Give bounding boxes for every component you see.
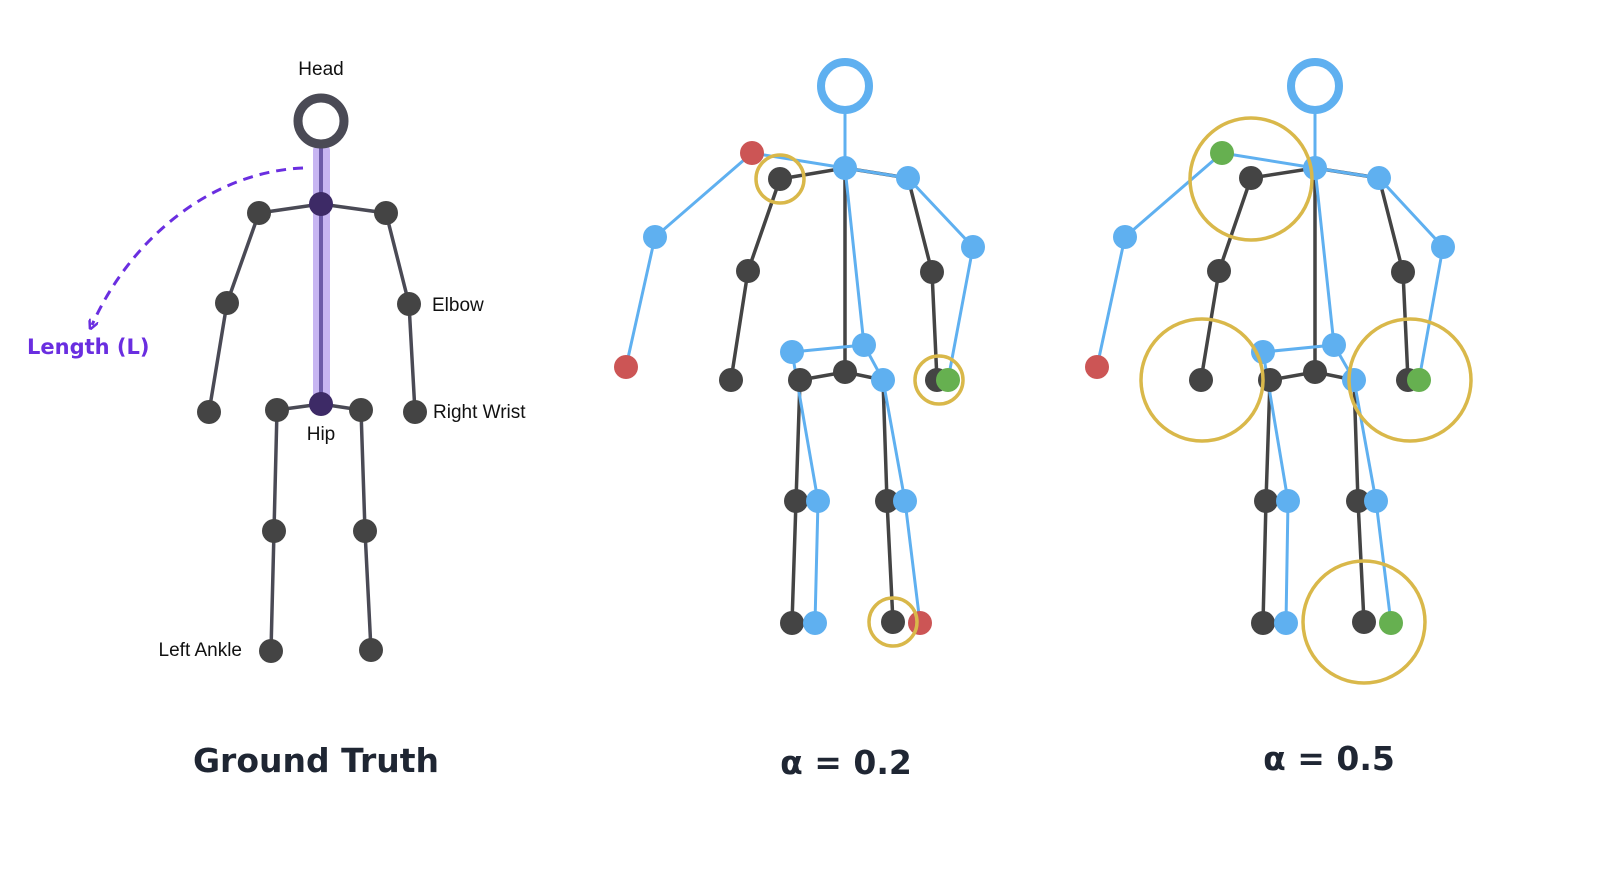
right-wrist-label: Right Wrist bbox=[433, 402, 526, 423]
correct-right-ankle bbox=[1379, 611, 1403, 635]
gt-joints-alpha-02 bbox=[719, 167, 949, 635]
ground-truth-caption: Ground Truth bbox=[193, 741, 439, 780]
threshold-circles-alpha-05 bbox=[1139, 116, 1473, 685]
ground-truth-panel: Head Elbow Right Wrist Hip Left Ankle Le… bbox=[27, 59, 526, 780]
alpha-05-caption: α = 0.5 bbox=[1263, 739, 1395, 778]
head-label: Head bbox=[298, 59, 343, 80]
correct-left-shoulder bbox=[1210, 141, 1234, 165]
length-dashed-arrow bbox=[92, 166, 304, 325]
incorrect-left-shoulder bbox=[740, 141, 764, 165]
incorrect-left-wrist bbox=[614, 355, 638, 379]
pred-joints-alpha-05 bbox=[1113, 156, 1455, 635]
correct-right-wrist-2 bbox=[1407, 368, 1431, 392]
alpha-02-caption: α = 0.2 bbox=[780, 743, 912, 782]
length-label: Length (L) bbox=[27, 335, 149, 359]
ground-truth-joints bbox=[197, 201, 427, 663]
pred-head-icon-2 bbox=[1287, 58, 1343, 114]
neck-joint bbox=[309, 192, 333, 216]
hip-joint bbox=[309, 392, 333, 416]
pred-joints-alpha-02 bbox=[643, 156, 985, 635]
head-icon bbox=[293, 93, 349, 149]
correct-right-wrist bbox=[936, 368, 960, 392]
left-ankle-label: Left Ankle bbox=[159, 640, 242, 661]
hip-label: Hip bbox=[307, 424, 336, 445]
gt-bones-alpha-02 bbox=[729, 166, 939, 625]
alpha-02-panel: α = 0.2 bbox=[614, 58, 985, 782]
pred-head-icon bbox=[817, 58, 873, 114]
alpha-05-panel: α = 0.5 bbox=[1085, 58, 1473, 778]
incorrect-right-ankle bbox=[908, 611, 932, 635]
threshold-circles-alpha-02 bbox=[754, 153, 965, 648]
elbow-label: Elbow bbox=[432, 295, 484, 316]
incorrect-left-wrist-2 bbox=[1085, 355, 1109, 379]
